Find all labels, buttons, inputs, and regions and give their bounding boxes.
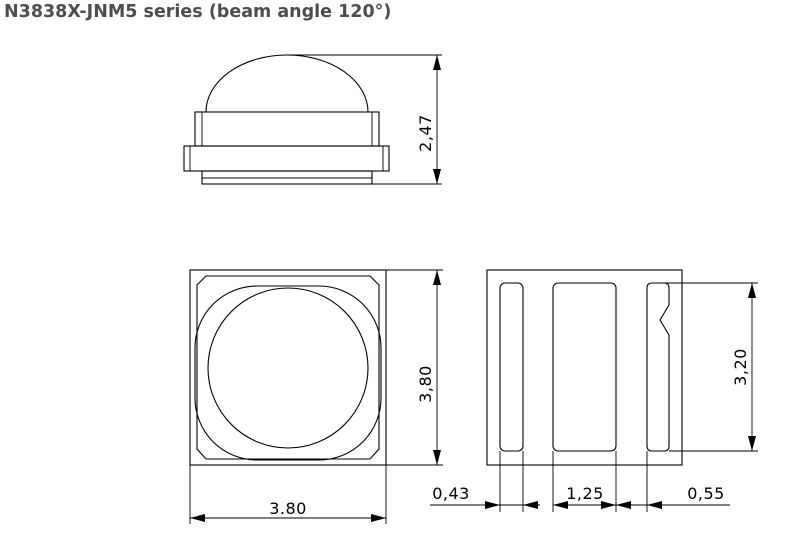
pad-height-label: 3,20 xyxy=(731,348,750,386)
page-title: N3838X-JNM5 series (beam angle 120°) xyxy=(4,2,392,22)
lens-cup xyxy=(194,285,382,461)
pad-right xyxy=(646,282,670,452)
bottom-outline xyxy=(486,269,683,466)
upper-body xyxy=(194,111,380,147)
pad-center-width-label: 1,25 xyxy=(566,484,604,503)
pad-left xyxy=(499,282,524,452)
pad-center xyxy=(552,282,617,452)
height-dimension-label: 2,47 xyxy=(416,114,435,152)
pad-right-width-label: 0,55 xyxy=(687,484,725,503)
pad-left-width-label: 0,43 xyxy=(432,484,470,503)
package-width-label: 3.80 xyxy=(269,499,307,518)
base-flange xyxy=(183,145,390,172)
bottom-view: 3,20 0,43 1,25 0,55 xyxy=(430,269,758,512)
lens-circle xyxy=(207,287,369,449)
package-height-label: 3,80 xyxy=(416,365,435,403)
package-inner-outline xyxy=(196,275,380,460)
bottom-pad xyxy=(201,170,373,185)
package-outline xyxy=(189,269,387,466)
side-view: 2,47 xyxy=(183,54,442,185)
top-view: 3,80 3.80 xyxy=(189,269,443,524)
